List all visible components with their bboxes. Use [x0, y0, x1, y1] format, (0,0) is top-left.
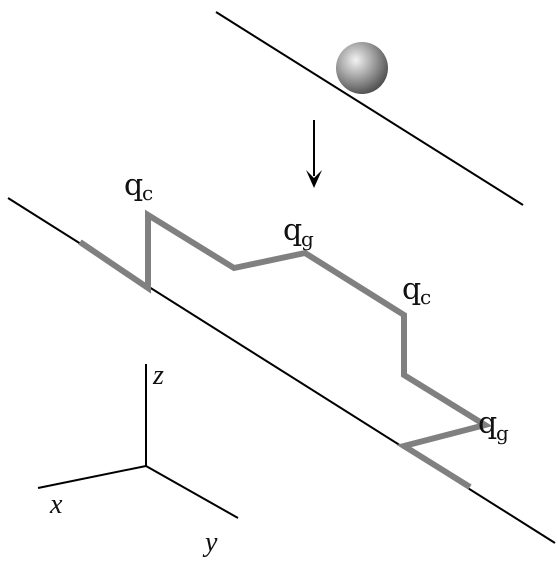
- svg-text:q: q: [402, 272, 421, 307]
- trajectory-path: [78, 209, 493, 490]
- label-qc-1: q c: [124, 168, 153, 205]
- label-qg-1: q g: [283, 213, 314, 251]
- svg-text:q: q: [283, 213, 302, 248]
- svg-text:c: c: [420, 285, 431, 309]
- axis-label-x: x: [49, 489, 63, 520]
- axis-label-z: z: [152, 360, 164, 391]
- svg-text:g: g: [301, 227, 314, 251]
- axis-label-y: y: [202, 527, 218, 558]
- label-qc-2: q c: [402, 272, 431, 309]
- svg-text:q: q: [478, 406, 497, 441]
- label-qg-2: q g: [478, 406, 509, 445]
- sphere-icon: [336, 42, 388, 94]
- down-arrow-icon: [306, 120, 322, 188]
- svg-text:c: c: [142, 181, 153, 205]
- y-axis: [145, 465, 239, 519]
- svg-text:q: q: [124, 168, 143, 203]
- coordinate-axes: z x y: [37, 360, 239, 558]
- upper-incline-line: [215, 11, 524, 206]
- x-axis: [37, 465, 147, 489]
- svg-text:g: g: [496, 421, 509, 445]
